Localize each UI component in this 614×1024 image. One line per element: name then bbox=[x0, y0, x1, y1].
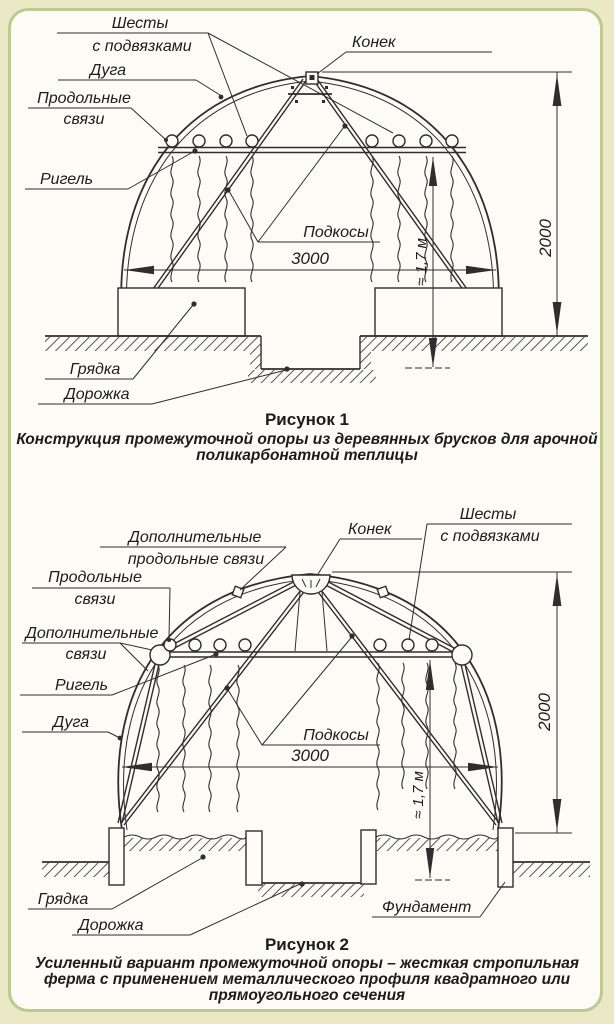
pole-rings bbox=[165, 134, 459, 148]
dop-prod-line1: Дополнительные bbox=[127, 529, 262, 546]
prodolnye2-line2: связи bbox=[75, 591, 116, 608]
figure1-drawing: 3000 2000 ≈ 1,7 м Шесты с подвязками bbox=[16, 15, 598, 464]
ground-2 bbox=[42, 834, 590, 897]
dim-2000-value: 2000 bbox=[536, 219, 555, 258]
label-duga-2: Дуга bbox=[22, 714, 123, 741]
dop-prod-line2: продольные связи bbox=[128, 551, 264, 568]
shesty2-line2: с подвязками bbox=[440, 528, 539, 545]
figure2-caption-line1: Усиленный вариант промежуточной опоры – … bbox=[35, 955, 579, 972]
crossbar bbox=[158, 146, 466, 154]
pole-rings-2 bbox=[163, 638, 439, 652]
prodolnye-line2: связи bbox=[64, 111, 105, 128]
prodolnye-line1: Продольные bbox=[37, 90, 131, 107]
figure1-labels: Шесты с подвязками Конек Дуга Продольные bbox=[25, 15, 492, 405]
dop2-line2: связи bbox=[66, 646, 107, 663]
shesty-line2: с подвязками bbox=[92, 38, 191, 55]
garden-beds bbox=[117, 287, 503, 337]
ridge-fan bbox=[291, 574, 331, 595]
dim2-2000-value: 2000 bbox=[535, 693, 554, 732]
ground-and-trench bbox=[45, 335, 588, 383]
dim-3000-value: 3000 bbox=[291, 249, 329, 268]
figure1-caption-line2: поликарбонатной теплицы bbox=[196, 447, 418, 464]
label-fundament: Фундамент bbox=[372, 881, 506, 918]
label-konek-2: Конек bbox=[317, 521, 422, 575]
dimension-width-3000: 3000 bbox=[124, 249, 496, 275]
konek-text: Конек bbox=[352, 34, 397, 51]
label-konek: Конек bbox=[316, 34, 492, 75]
label-prodolnye-2: Продольные связи bbox=[32, 569, 171, 642]
fundament-text: Фундамент bbox=[382, 899, 471, 916]
label-podkosy-2: Подкосы bbox=[224, 633, 380, 746]
podkosy2-text: Подкосы bbox=[303, 727, 369, 744]
figure1-caption: Рисунок 1 Конструкция промежуточной опор… bbox=[16, 410, 598, 464]
arch-arc-2 bbox=[117, 573, 503, 831]
rigel2-text: Ригель bbox=[55, 677, 108, 694]
label-shesty: Шесты с подвязками bbox=[57, 15, 394, 137]
label-gryadka-2: Грядка bbox=[28, 854, 206, 910]
dimension-clearance: ≈ 1,7 м bbox=[405, 157, 450, 369]
duga2-text: Дуга bbox=[51, 714, 89, 731]
label-podkosy: Подкосы bbox=[225, 123, 380, 243]
label-dorozhka-2: Дорожка bbox=[72, 881, 305, 936]
gryadka-text: Грядка bbox=[70, 361, 121, 378]
figure2-title: Рисунок 2 bbox=[265, 935, 349, 954]
dim2-clearance-value: ≈ 1,7 м bbox=[410, 771, 427, 819]
dorozhka-text: Дорожка bbox=[62, 386, 129, 403]
label-duga: Дуга bbox=[58, 62, 224, 100]
label-dop-prodolnye: Дополнительные продольные связи bbox=[100, 529, 287, 591]
duga-text: Дуга bbox=[88, 62, 126, 79]
figure2-caption-line2: ферма с применением металлического профи… bbox=[44, 971, 571, 988]
dim-clearance-value: ≈ 1,7 м bbox=[413, 238, 430, 286]
figure2-caption-line3: прямоугольного сечения bbox=[209, 987, 405, 1004]
figure2-labels: Дополнительные продольные связи Конек Ше… bbox=[20, 506, 572, 936]
figure2-caption: Рисунок 2 Усиленный вариант промежуточно… bbox=[35, 935, 579, 1004]
label-shesty-2: Шесты с подвязками bbox=[408, 506, 572, 641]
label-dopolnitelnye-2: Дополнительные связи bbox=[22, 625, 159, 672]
shesty2-line1: Шесты bbox=[460, 506, 517, 523]
prodolnye2-line1: Продольные bbox=[48, 569, 142, 586]
dimension-width-3000-2: 3000 bbox=[122, 746, 498, 772]
dimension-height-2000: 2000 bbox=[322, 71, 572, 336]
foundation-posts bbox=[108, 827, 514, 888]
dimension-height-2000-2: 2000 bbox=[332, 571, 572, 834]
crossbar-2 bbox=[149, 644, 473, 666]
figure2-drawing: 3000 2000 ≈ 1,7 м Дополнительные продоль… bbox=[20, 506, 590, 1004]
ridge-block bbox=[288, 71, 332, 103]
dim2-3000-value: 3000 bbox=[291, 746, 329, 765]
figure1-caption-line1: Конструкция промежуточной опоры из дерев… bbox=[16, 431, 598, 448]
konek2-text: Конек bbox=[348, 521, 393, 538]
rigel-text: Ригель bbox=[40, 171, 93, 188]
label-rigel: Ригель bbox=[25, 148, 198, 190]
label-gryadka: Грядка bbox=[45, 301, 197, 380]
dimension-clearance-2: ≈ 1,7 м bbox=[410, 660, 450, 881]
dop2-line1: Дополнительные bbox=[24, 625, 159, 642]
gryadka2-text: Грядка bbox=[38, 891, 89, 908]
shesty-line1: Шесты bbox=[112, 15, 169, 32]
label-dorozhka: Дорожка bbox=[38, 366, 290, 405]
figure1-title: Рисунок 1 bbox=[265, 410, 349, 429]
truss-members bbox=[117, 576, 503, 826]
label-prodolnye-svyazi: Продольные связи bbox=[28, 90, 168, 142]
label-rigel-2: Ригель bbox=[20, 651, 219, 696]
podkosy-text: Подкосы bbox=[303, 224, 369, 241]
dorozhka2-text: Дорожка bbox=[76, 917, 143, 934]
